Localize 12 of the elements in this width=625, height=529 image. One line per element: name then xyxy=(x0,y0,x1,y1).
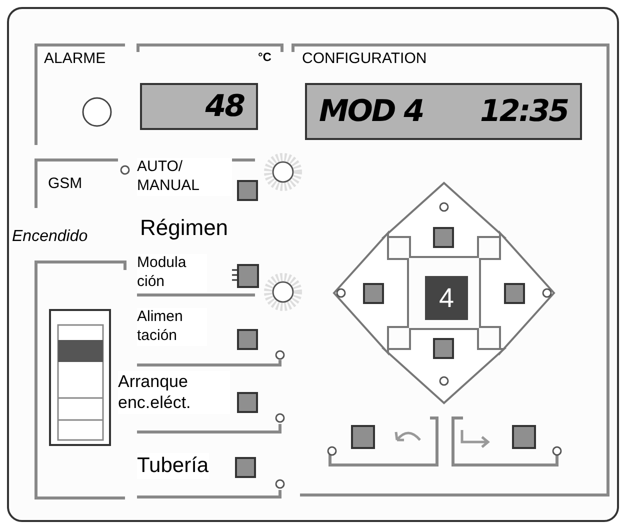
panel-label: °C xyxy=(258,50,272,65)
panel-label: CONFIGURATION xyxy=(302,50,427,69)
panel-label: GSM xyxy=(48,175,82,194)
panel-label: ALARME xyxy=(44,50,106,69)
display-readout: 12:35 xyxy=(480,93,568,131)
display-readout: MOD 4 xyxy=(319,93,424,131)
mode-number-badge: 4 xyxy=(425,276,468,320)
mode-time-display xyxy=(305,83,582,140)
temperature-display xyxy=(140,83,258,130)
panel-label: Encendido xyxy=(12,227,88,247)
display-readout: 48 xyxy=(205,88,244,126)
panel-label: Régimen xyxy=(140,214,228,242)
